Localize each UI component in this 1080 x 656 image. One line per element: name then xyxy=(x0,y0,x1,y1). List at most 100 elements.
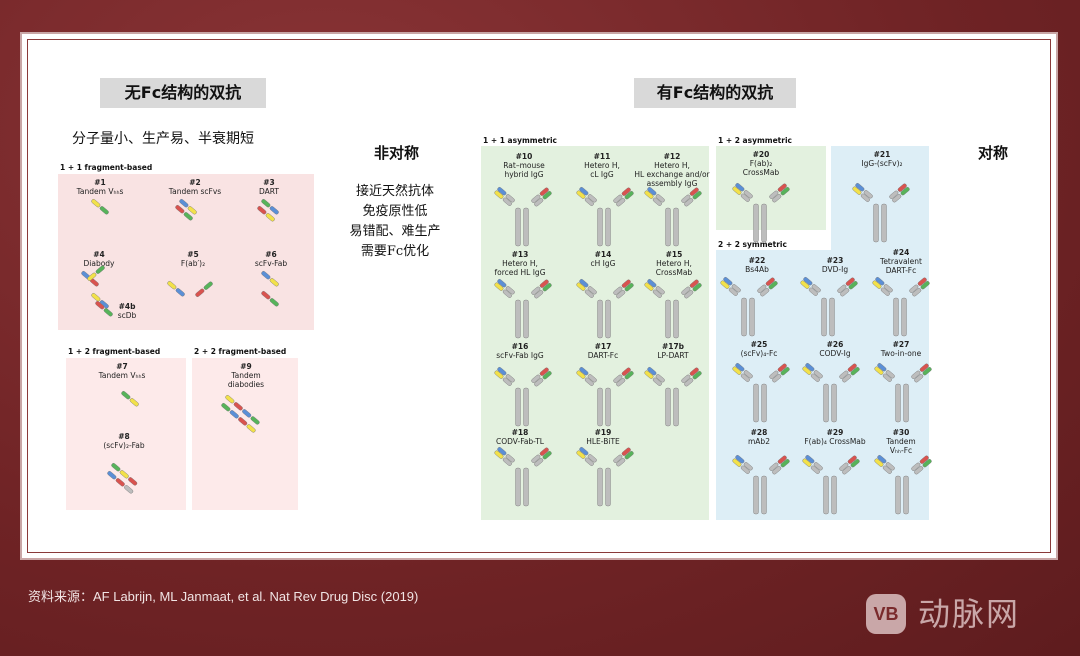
domain-segment xyxy=(769,190,779,199)
format-label: #8(scFv)₂-Fab xyxy=(94,432,154,450)
domain-segment xyxy=(848,281,858,290)
domain-segment xyxy=(203,281,213,290)
domain-segment xyxy=(99,206,109,215)
format-name: mAb2 xyxy=(748,437,770,446)
format-number: #2 xyxy=(189,178,201,187)
format-name: Hetero H, forced HL IgG xyxy=(494,259,546,277)
domain-segment xyxy=(91,293,101,302)
domain-segment xyxy=(167,281,177,290)
section-label: 2 + 2 fragment-based xyxy=(194,347,287,356)
format-name: Tetravalent DART-Fc xyxy=(880,257,922,275)
domain-segment xyxy=(624,371,634,380)
format-number: #26 xyxy=(826,340,844,349)
notes-block: 接近天然抗体 免疫原性低 易错配、难生产 需要Fc优化 xyxy=(330,182,460,262)
format-name: Rat–mouse hybrid IgG xyxy=(503,161,545,179)
domain-segment xyxy=(780,187,790,196)
domain-segment xyxy=(576,370,586,379)
domain-segment xyxy=(587,194,597,203)
domain-segment xyxy=(515,387,521,427)
format-number: #8 xyxy=(118,432,130,441)
domain-segment xyxy=(880,287,890,296)
domain-segment xyxy=(743,462,753,471)
format-name: cH IgG xyxy=(590,259,616,268)
domain-segment xyxy=(805,363,815,372)
domain-segment xyxy=(847,455,857,464)
format-number: #27 xyxy=(892,340,910,349)
domain-segment xyxy=(534,378,544,387)
format-name: DVD-Ig xyxy=(821,265,849,274)
domain-segment xyxy=(911,370,921,379)
domain-segment xyxy=(732,366,742,375)
domain-segment xyxy=(576,282,586,291)
domain-segment xyxy=(889,190,899,199)
domain-segment xyxy=(616,198,626,207)
domain-segment xyxy=(673,299,679,339)
domain-segment xyxy=(850,459,860,468)
domain-segment xyxy=(128,477,138,486)
domain-segment xyxy=(911,462,921,471)
domain-segment xyxy=(265,213,275,222)
format-number: #25 xyxy=(750,340,768,349)
domain-segment xyxy=(515,467,521,507)
domain-segment xyxy=(885,370,895,379)
domain-segment xyxy=(740,465,750,474)
domain-segment xyxy=(124,485,134,494)
domain-segment xyxy=(777,455,787,464)
format-number: #20 xyxy=(752,150,770,159)
domain-segment xyxy=(605,467,611,507)
domain-segment xyxy=(692,191,702,200)
domain-segment xyxy=(605,387,611,427)
domain-segment xyxy=(597,467,603,507)
source-citation: 资料来源：AF Labrijn, ML Janmaat, et al. Nat … xyxy=(28,589,419,604)
format-number: #23 xyxy=(826,256,844,265)
domain-segment xyxy=(497,187,507,196)
domain-segment xyxy=(494,190,504,199)
domain-segment xyxy=(689,187,699,196)
domain-segment xyxy=(261,291,271,300)
domain-segment xyxy=(523,207,529,247)
label-asymmetric: 非对称 xyxy=(374,144,420,162)
domain-segment xyxy=(749,297,755,337)
domain-segment xyxy=(895,475,901,515)
domain-segment xyxy=(605,207,611,247)
domain-segment xyxy=(877,363,887,372)
domain-segment xyxy=(542,191,552,200)
domain-segment xyxy=(103,308,113,317)
domain-segment xyxy=(874,366,884,375)
domain-segment xyxy=(129,398,139,407)
domain-segment xyxy=(621,279,631,288)
domain-segment xyxy=(769,462,779,471)
domain-segment xyxy=(777,363,787,372)
panel-2plus2-symmetric xyxy=(716,250,929,520)
domain-segment xyxy=(647,187,657,196)
domain-segment xyxy=(505,374,515,383)
format-name: Tandem Vₕₕ-Fc xyxy=(886,437,916,455)
domain-segment xyxy=(772,466,782,475)
domain-segment xyxy=(777,183,787,192)
domain-segment xyxy=(768,281,778,290)
domain-segment xyxy=(229,410,239,419)
domain-segment xyxy=(584,289,594,298)
domain-segment xyxy=(665,207,671,247)
domain-segment xyxy=(735,183,745,192)
domain-segment xyxy=(531,454,541,463)
section-label: 1 + 1 asymmetric xyxy=(483,136,557,145)
domain-segment xyxy=(892,194,902,203)
note-line: 需要Fc优化 xyxy=(360,244,430,259)
domain-segment xyxy=(652,377,662,386)
domain-segment xyxy=(539,279,549,288)
domain-segment xyxy=(579,187,589,196)
domain-segment xyxy=(497,367,507,376)
domain-segment xyxy=(587,374,597,383)
domain-segment xyxy=(616,378,626,387)
domain-segment xyxy=(624,283,634,292)
format-number: #11 xyxy=(593,152,611,161)
domain-segment xyxy=(655,194,665,203)
